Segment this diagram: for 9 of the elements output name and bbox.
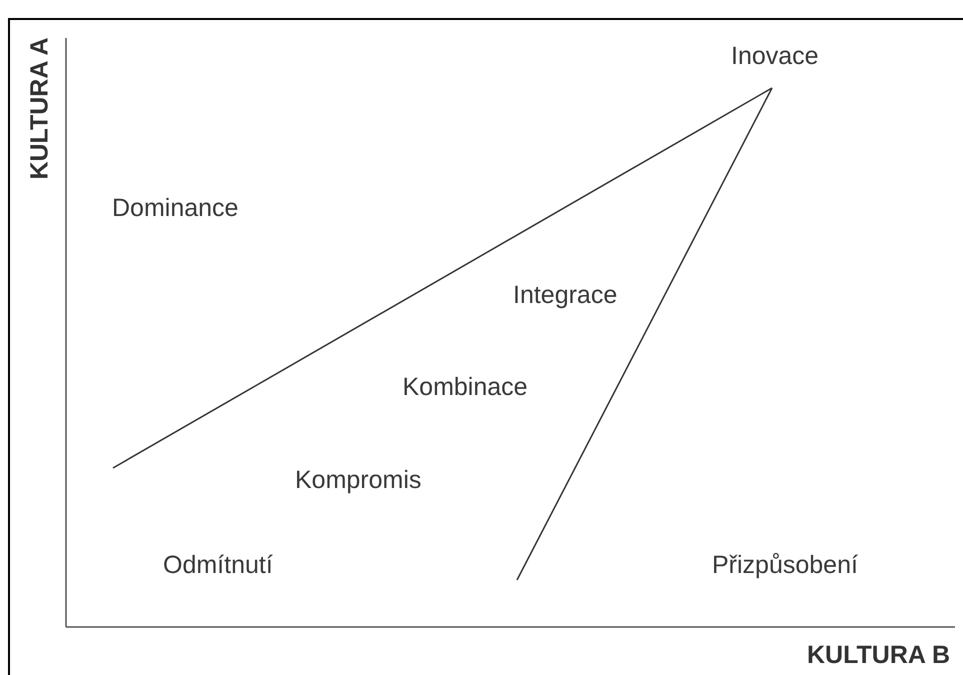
region-label: Inovace [731,44,819,68]
region-label: Kombinace [402,374,528,400]
region-label: Kompromis [295,468,422,492]
region-label: Odmítnutí [163,552,273,578]
region-label: Integrace [513,282,618,308]
axis-label: KULTURA B [807,642,950,668]
region-label: Dominance [112,196,238,220]
region-label: Přizpůsobení [712,552,858,578]
axis-label: KULTURA A [28,36,53,180]
